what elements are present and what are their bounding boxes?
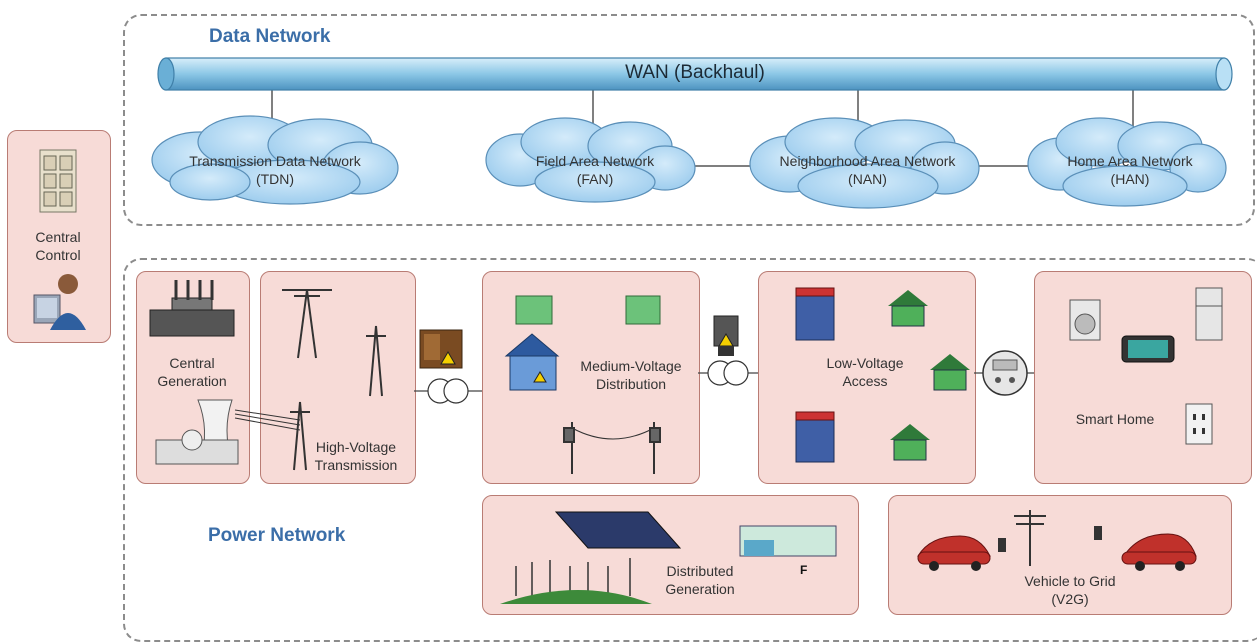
solar-panel-icon bbox=[554, 511, 682, 549]
central-control-icons bbox=[33, 149, 86, 330]
washer-icon bbox=[1069, 299, 1101, 341]
refrigerator-icon bbox=[1195, 287, 1223, 341]
wan-label: WAN (Backhaul) bbox=[625, 62, 765, 83]
central-control-label: Central Control bbox=[7, 228, 109, 264]
wan-pipe bbox=[157, 57, 1233, 91]
mv-distribution-line1: Medium-Voltage bbox=[580, 358, 682, 374]
central-generation-label: Central Generation bbox=[136, 354, 248, 390]
lv-access-line1: Low-Voltage bbox=[826, 355, 904, 371]
transmission-lines bbox=[234, 409, 301, 431]
lv-access-label: Low-Voltage Access bbox=[810, 354, 920, 390]
hv-tower-icon-2 bbox=[366, 325, 386, 397]
data-network-region bbox=[123, 14, 1255, 226]
distributed-generation-line1: Distributed bbox=[666, 563, 734, 579]
smart-meter-icon bbox=[982, 350, 1028, 396]
hv-transmission-label: High-Voltage Transmission bbox=[306, 438, 406, 474]
cloud-han bbox=[1027, 117, 1227, 207]
power-network-drawing: F bbox=[149, 280, 1223, 604]
fan-label-line1: Field Area Network bbox=[535, 153, 655, 169]
grass-hill bbox=[500, 590, 652, 604]
distributed-generation-line2: Generation bbox=[665, 581, 735, 597]
distributed-generation-label: Distributed Generation bbox=[650, 562, 750, 598]
central-generation-line1: Central bbox=[169, 355, 215, 371]
thermostat-display-icon bbox=[1121, 335, 1175, 363]
han-label-line1: Home Area Network bbox=[1067, 153, 1193, 169]
central-control-line1: Central bbox=[35, 229, 81, 245]
outlet-icon bbox=[1185, 403, 1213, 445]
central-control-line2: Control bbox=[35, 247, 81, 263]
operator-icon bbox=[33, 274, 86, 330]
data-network-title: Data Network bbox=[209, 26, 331, 47]
hydro-dam-f-mark: F bbox=[800, 563, 807, 577]
transformer-symbol-2 bbox=[707, 360, 749, 386]
hv-transmission-line1: High-Voltage bbox=[315, 439, 397, 455]
fan-label: Field Area Network (FAN) bbox=[500, 152, 690, 188]
house-icon-3 bbox=[890, 424, 930, 461]
apartment-icon-2 bbox=[795, 411, 835, 463]
han-label: Home Area Network (HAN) bbox=[1035, 152, 1225, 188]
mv-distribution-line2: Distribution bbox=[595, 376, 667, 392]
pad-transformer-icon-2 bbox=[625, 295, 661, 325]
power-network-title: Power Network bbox=[208, 525, 346, 546]
hv-transmission-box bbox=[260, 271, 416, 484]
hydro-dam-icon bbox=[739, 525, 837, 557]
hv-tower-icon-3 bbox=[290, 401, 310, 471]
car-icon-1 bbox=[917, 535, 991, 571]
tdn-label-line1: Transmission Data Network bbox=[189, 153, 361, 169]
lv-access-line2: Access bbox=[842, 373, 888, 389]
apartment-icon-1 bbox=[795, 287, 835, 341]
nan-label: Neighborhood Area Network (NAN) bbox=[760, 152, 975, 188]
server-icon bbox=[39, 149, 77, 213]
central-generation-line2: Generation bbox=[157, 373, 227, 389]
han-label-line2: (HAN) bbox=[1110, 171, 1150, 187]
hv-tower-icon-1 bbox=[282, 289, 332, 359]
pad-transformer-icon-1 bbox=[515, 295, 553, 325]
v2g-line1: Vehicle to Grid bbox=[1024, 573, 1116, 589]
hv-transmission-line2: Transmission bbox=[314, 457, 398, 473]
wind-turbine-icons bbox=[515, 558, 631, 596]
car-icon-2 bbox=[1121, 533, 1197, 571]
cloud-nan bbox=[749, 117, 980, 209]
transformer-symbol-1 bbox=[427, 378, 469, 404]
substation-icon bbox=[419, 329, 463, 369]
cloud-fan bbox=[485, 117, 696, 203]
charger-icon-1 bbox=[998, 538, 1006, 552]
distribution-poles-icon bbox=[563, 422, 661, 474]
v2g-label: Vehicle to Grid (V2G) bbox=[1000, 572, 1140, 608]
smart-home-label: Smart Home bbox=[1075, 411, 1155, 427]
tdn-label-line2: (TDN) bbox=[255, 171, 295, 187]
cloud-tdn bbox=[151, 115, 399, 205]
house-icon-2 bbox=[930, 354, 970, 391]
nan-label-line1: Neighborhood Area Network bbox=[779, 153, 956, 169]
charger-icon-2 bbox=[1094, 526, 1102, 540]
nuclear-plant-icon bbox=[155, 399, 239, 465]
utility-pole-icon bbox=[1014, 510, 1046, 566]
building-icon-blue bbox=[504, 333, 560, 391]
tdn-label: Transmission Data Network (TDN) bbox=[170, 152, 380, 188]
data-network-drawing bbox=[151, 57, 1233, 209]
nan-label-line2: (NAN) bbox=[848, 171, 887, 187]
house-icon-1 bbox=[888, 290, 928, 327]
v2g-line2: (V2G) bbox=[1051, 591, 1089, 607]
mv-distribution-label: Medium-Voltage Distribution bbox=[566, 357, 696, 393]
fan-label-line2: (FAN) bbox=[576, 171, 614, 187]
pole-transformer-icon bbox=[713, 315, 739, 356]
power-plant-icon bbox=[149, 280, 235, 337]
